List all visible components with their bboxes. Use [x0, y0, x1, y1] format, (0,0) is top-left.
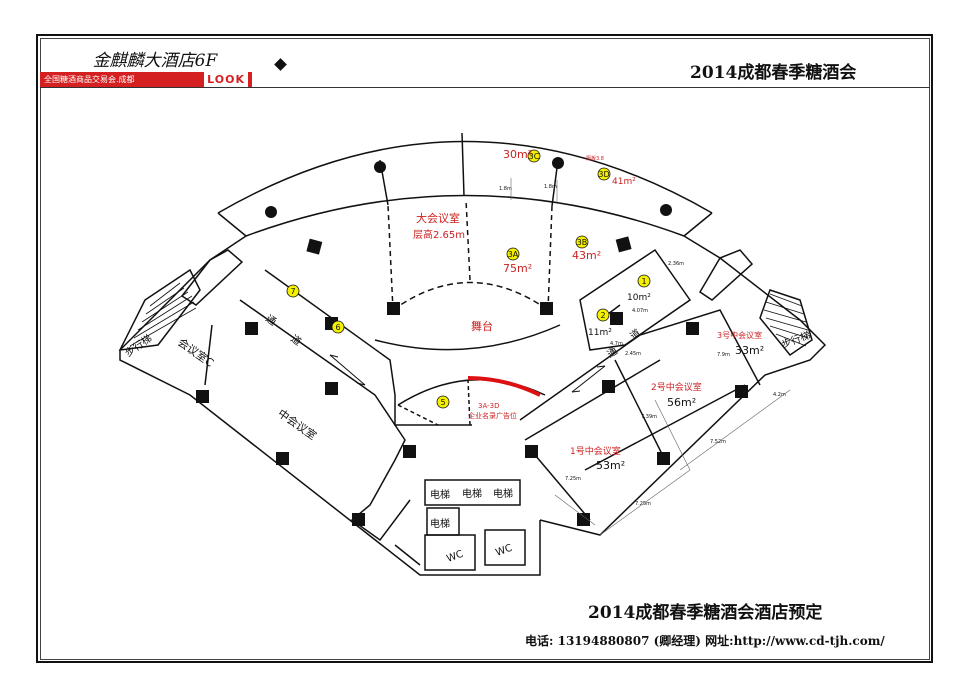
hotel-title: 金麒麟大酒店6F	[92, 51, 218, 71]
inner-frame	[40, 38, 930, 660]
room-2-area: 56m²	[667, 396, 696, 409]
corridor-left-2: 道	[288, 332, 304, 348]
dim-9: 7.39m	[641, 414, 657, 420]
footer-contact[interactable]: 电话: 13194880807 (卿经理) 网址:http://www.cd-t…	[525, 634, 885, 648]
elevator-1: 电梯	[430, 488, 450, 501]
elevator-2: 电梯	[462, 487, 482, 500]
header-divider	[40, 87, 930, 88]
badge-1: 1	[641, 277, 646, 286]
room-1-name: 1号中会议室	[570, 445, 621, 457]
badge-6: 6	[335, 323, 340, 332]
banner-code: 3A-3D	[478, 402, 499, 410]
area-1: 10m²	[627, 293, 651, 303]
logo-brand: LOOK	[204, 72, 248, 87]
dim-2: 1.8m	[544, 184, 557, 190]
grand-hall-height: 层高2.65m	[413, 228, 465, 241]
dim-1: 1.8m	[499, 186, 512, 192]
area-3c: 30m²	[503, 148, 532, 161]
event-title: 2014成都春季糖酒会	[690, 63, 857, 83]
room-labels: 30m² 41m² 75m² 43m² 大会议室 层高2.65m 舞台 3A-3…	[413, 148, 762, 457]
area-2: 11m²	[588, 328, 612, 338]
area-3d: 41m²	[612, 177, 636, 187]
dim-6: 4.7m	[610, 341, 623, 347]
footer-title: 2014成都春季糖酒会酒店预定	[588, 603, 823, 623]
stage-label: 舞台	[471, 319, 493, 333]
badge-5: 5	[440, 398, 445, 407]
dimension-lines	[510, 178, 791, 536]
dim-3: 隔板3.8	[586, 155, 604, 162]
stairs-right: 步行梯	[780, 328, 813, 350]
badge-3d: 3D	[598, 170, 609, 179]
logo-bar: 全国糖酒商品交易会.成都 LOOK	[40, 72, 252, 87]
stair-hatching	[129, 282, 809, 347]
grand-hall-name: 大会议室	[416, 211, 460, 225]
badge-labels: 3C 3D 3A 3B 1 2 7 6 5	[290, 152, 646, 407]
pillars	[196, 157, 748, 526]
dim-4: 2.36m	[668, 261, 684, 267]
plan-walls	[118, 132, 827, 576]
banner-text: 企业名录广告位	[468, 411, 517, 420]
badge-2: 2	[600, 311, 605, 320]
mid-room-name: 中会议室	[275, 406, 319, 443]
room-3-area: 33m²	[735, 344, 764, 357]
stage-arc	[392, 281, 549, 311]
corridor-right-2: 道	[627, 326, 643, 342]
room-2-name: 2号中会议室	[651, 381, 702, 393]
outer-arc	[217, 140, 713, 214]
area-3b: 43m²	[572, 249, 601, 262]
badge-3b: 3B	[577, 238, 588, 247]
outer-frame	[36, 34, 933, 663]
left-wing-wall	[119, 235, 541, 576]
booth-badges	[286, 149, 651, 409]
room-3-name: 3号中会议室	[717, 330, 762, 340]
badge-3c: 3C	[529, 152, 540, 161]
inner-arc	[245, 194, 685, 237]
wc-2: WC	[494, 543, 514, 559]
room-1-area: 53m²	[596, 459, 625, 472]
corridor-arrows	[329, 354, 606, 393]
logo-subtitle: 全国糖酒商品交易会.成都	[44, 75, 135, 84]
dim-5: 4.07m	[632, 308, 648, 314]
elevator-4: 电梯	[430, 517, 450, 530]
area-3a: 75m²	[503, 262, 532, 275]
badge-3a: 3A	[508, 250, 519, 259]
dim-12: 7.25m	[565, 476, 581, 482]
dim-11: 4.2m	[773, 392, 786, 398]
elevator-3: 电梯	[493, 487, 513, 500]
wc-1: WC	[445, 549, 465, 565]
dim-8: 7.9m	[717, 352, 730, 358]
banner-arc	[467, 376, 541, 397]
badge-7: 7	[290, 287, 295, 296]
dim-7: 2.45m	[625, 351, 641, 357]
